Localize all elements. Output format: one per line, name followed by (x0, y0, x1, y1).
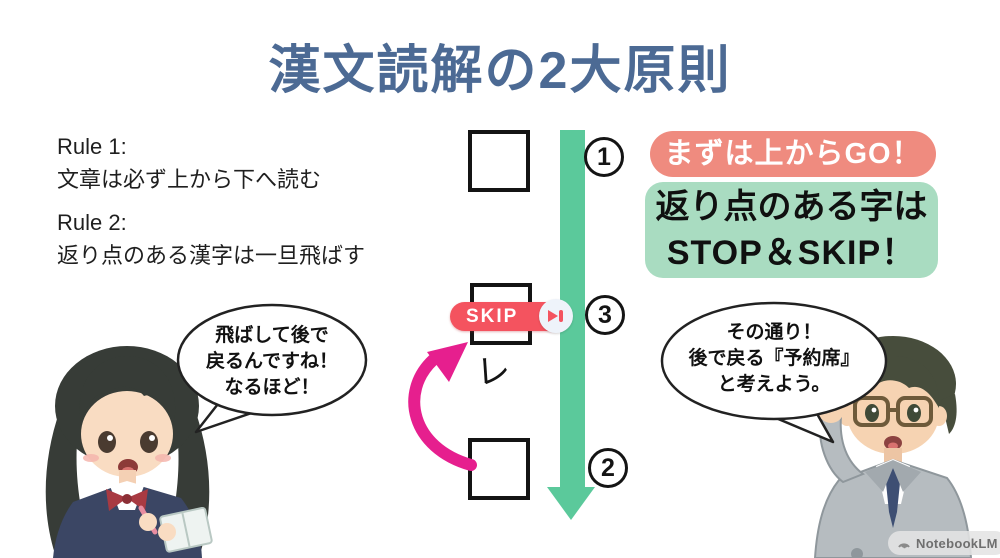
skip-forward-glyph (548, 310, 563, 322)
go-callout-badge: まずは上からGO！ (650, 131, 936, 177)
man-speech-line2: 後で戻る『予約席』 (688, 348, 860, 369)
rule1-text: 文章は必ず上から下へ読む (57, 167, 322, 192)
girl-speech-line1: 飛ばして後で (215, 325, 329, 346)
girl-speech-line2: 戻るんですね！ (205, 351, 339, 372)
skip-forward-icon (539, 299, 573, 333)
notebooklm-logo-icon (898, 543, 910, 549)
man-speech-line1: その通り！ (726, 322, 822, 343)
page-title: 漢文読解の2大原則 (268, 42, 732, 100)
rule2-label: Rule 2: (57, 210, 127, 235)
schoolgirl-character (45, 346, 213, 558)
man-speech-line3: と考えよう。 (717, 374, 831, 395)
step-number-2: 2 (588, 448, 628, 488)
skip-badge-label: SKIP (466, 305, 519, 327)
stop-badge-line2: STOP＆SKIP！ (666, 234, 917, 272)
notebooklm-watermark: NotebookLM (888, 531, 1000, 555)
rule1-label: Rule 1: (57, 134, 127, 159)
stop-skip-callout-badge: 返り点のある字は STOP＆SKIP！ (645, 182, 938, 278)
rules-block: Rule 1: 文章は必ず上から下へ読む Rule 2: 返り点のある漢字は一旦… (57, 130, 365, 272)
kanji-box-1 (468, 130, 530, 192)
man-speech-text: その通り！ 後で戻る『予約席』 と考えよう。 (666, 320, 882, 398)
man-speech-bubble (660, 301, 888, 444)
girl-speech-text: 飛ばして後で 戻るんですね！ なるほど！ (177, 323, 367, 401)
girl-speech-bubble (176, 303, 368, 434)
step-number-1: 1 (584, 137, 624, 177)
watermark-label: NotebookLM (916, 535, 998, 551)
return-curve-arrow-icon (408, 342, 477, 471)
step-number-3: 3 (585, 295, 625, 335)
girl-speech-line3: なるほど！ (224, 377, 320, 398)
rule2-text: 返り点のある漢字は一旦飛ばす (57, 243, 366, 268)
stop-badge-line1: 返り点のある字は (655, 188, 928, 226)
